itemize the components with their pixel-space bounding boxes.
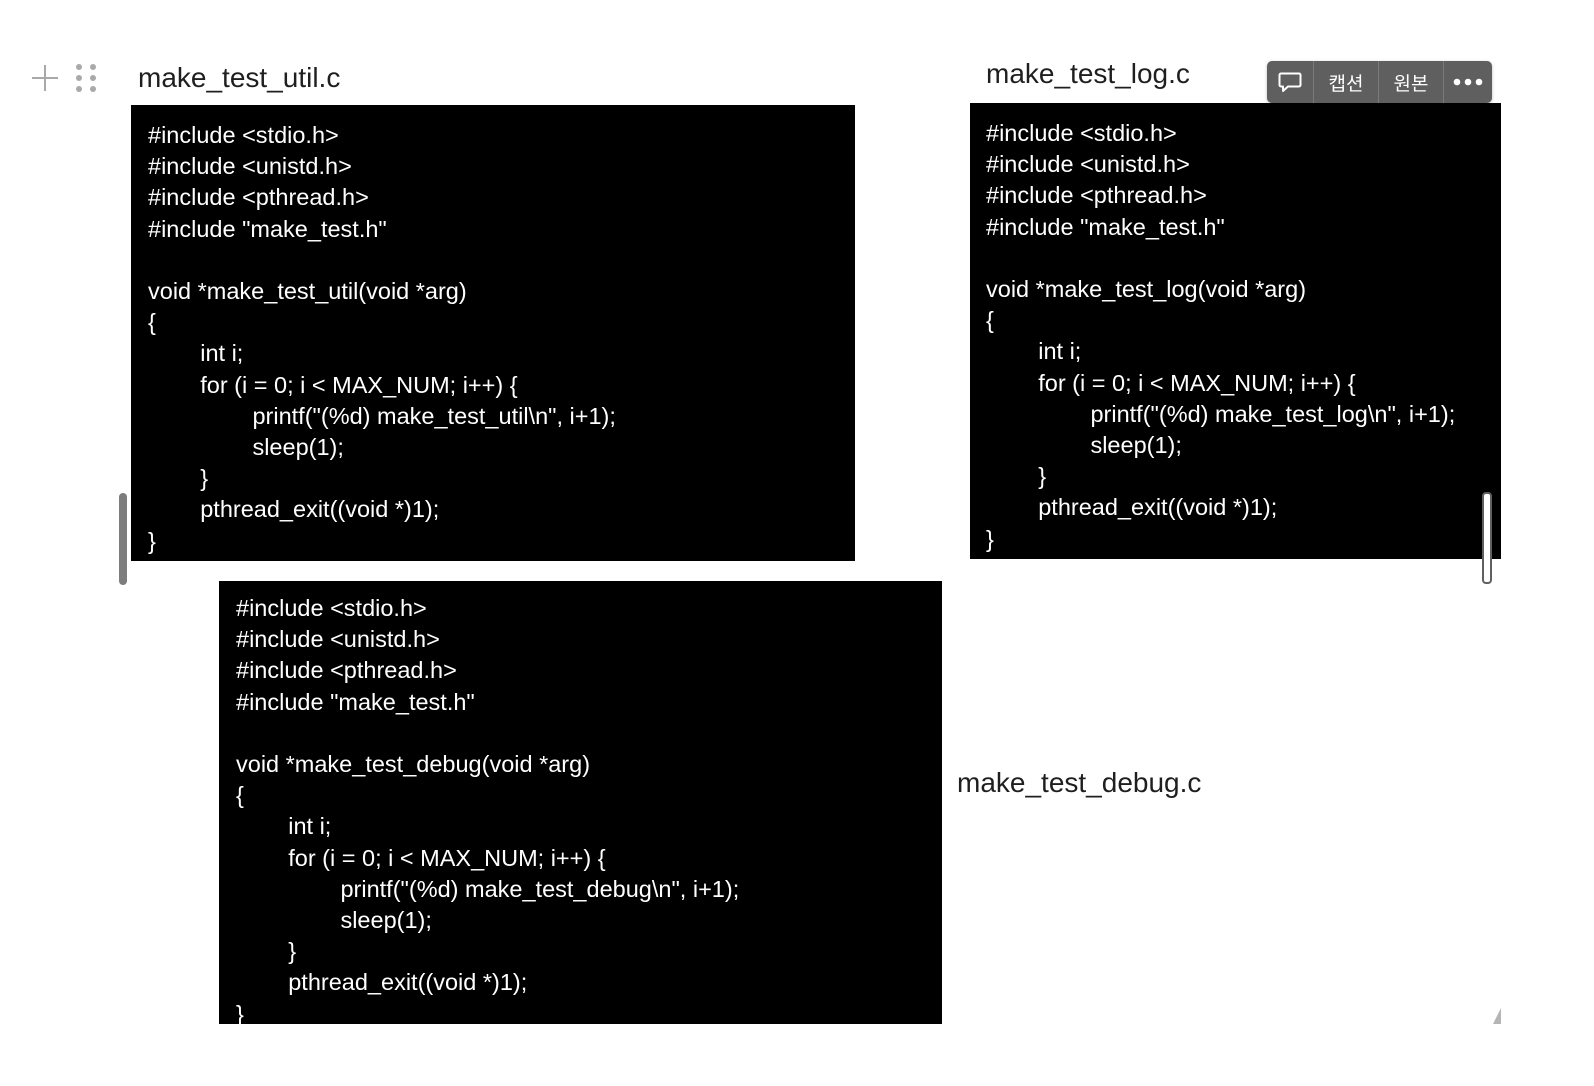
code-image-util[interactable]: #include <stdio.h> #include <unistd.h> #… (131, 105, 855, 561)
comment-button[interactable] (1267, 61, 1314, 103)
comment-icon (1278, 72, 1302, 92)
code-text-debug: #include <stdio.h> #include <unistd.h> #… (236, 595, 740, 1024)
plus-icon[interactable] (30, 63, 60, 93)
image-toolbar: 캡션 원본 (1267, 61, 1492, 103)
code-image-debug[interactable]: #include <stdio.h> #include <unistd.h> #… (219, 581, 942, 1024)
caption-button[interactable]: 캡션 (1314, 61, 1379, 103)
code-image-log[interactable]: #include <stdio.h> #include <unistd.h> #… (970, 103, 1501, 559)
code-text-util: #include <stdio.h> #include <unistd.h> #… (148, 122, 616, 554)
caption-log[interactable]: make_test_log.c (986, 58, 1190, 89)
more-icon (1453, 78, 1483, 86)
original-button[interactable]: 원본 (1379, 61, 1444, 103)
caption-debug[interactable]: make_test_debug.c (957, 767, 1202, 798)
block-handles (30, 62, 98, 94)
caption-util[interactable]: make_test_util.c (138, 62, 341, 93)
resize-handle-right[interactable] (1482, 492, 1492, 584)
drag-handle-icon[interactable] (76, 62, 98, 94)
resize-handle-left[interactable] (119, 493, 127, 585)
code-text-log: #include <stdio.h> #include <unistd.h> #… (986, 120, 1456, 552)
resize-corner-icon (1493, 1008, 1501, 1024)
more-button[interactable] (1444, 61, 1492, 103)
